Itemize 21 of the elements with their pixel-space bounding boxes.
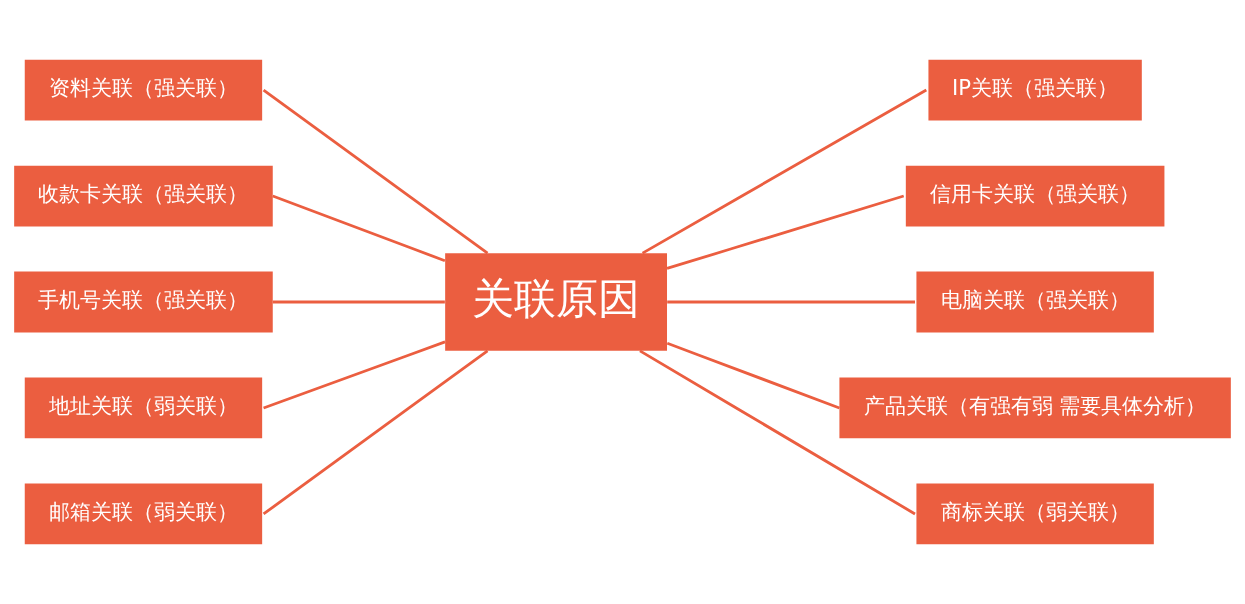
connector — [639, 349, 916, 516]
connector — [263, 340, 446, 410]
node-box: 手机号关联（强关联） — [14, 271, 273, 333]
node-box: 商标关联（弱关联） — [916, 483, 1154, 545]
node-box: 关联原因 — [445, 253, 667, 351]
node-box: 资料关联（强关联） — [24, 59, 263, 121]
connector — [666, 194, 905, 270]
node-box: 信用卡关联（强关联） — [905, 165, 1165, 227]
node-box: 电脑关联（强关联） — [916, 271, 1154, 333]
connector — [641, 88, 928, 255]
connector — [667, 300, 915, 304]
node-box: 收款卡关联（强关联） — [14, 165, 273, 227]
connector — [272, 194, 446, 263]
node-box: 产品关联（有强有弱 需要具体分析） — [839, 377, 1231, 439]
connector — [666, 341, 840, 410]
connector — [262, 349, 489, 516]
connector — [262, 88, 489, 255]
node-box: 邮箱关联（弱关联） — [24, 483, 263, 545]
connector — [272, 300, 445, 304]
node-box: 地址关联（弱关联） — [24, 377, 263, 439]
node-box: IP关联（强关联） — [928, 59, 1142, 121]
